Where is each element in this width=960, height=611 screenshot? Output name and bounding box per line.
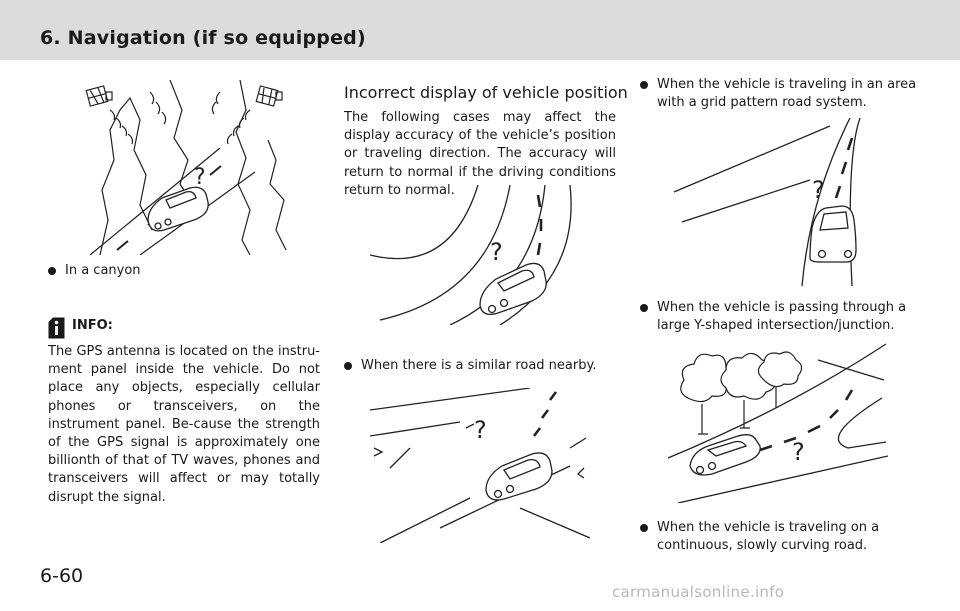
section-heading: Incorrect display of vehicle position — [344, 83, 628, 102]
question-mark-icon: ? — [812, 176, 825, 204]
y-junction-illustration: ? — [668, 338, 888, 503]
watermark[interactable]: carmanualsonline.info — [612, 583, 785, 601]
grid-bullet: When the vehicle is traveling in an area… — [640, 76, 920, 112]
info-icon — [48, 317, 65, 339]
intro-text: The following cases may affect the displ… — [344, 110, 616, 198]
bullet-icon — [640, 524, 648, 532]
header-bar — [0, 0, 960, 60]
curve-caption: When the vehicle is traveling on a conti… — [657, 520, 880, 553]
satellite-icon — [85, 85, 113, 107]
bullet-icon — [48, 267, 56, 275]
canyon-illustration: ? — [70, 80, 310, 255]
car-icon — [689, 434, 761, 476]
bullet-icon — [344, 362, 352, 370]
info-text: The GPS antenna is located on the instru… — [48, 344, 320, 505]
y-bullet: When the vehicle is passing through a la… — [640, 299, 922, 335]
grid-road-illustration: ? — [670, 118, 890, 288]
bullet-icon — [640, 81, 648, 89]
satellite-icon — [255, 85, 283, 107]
curve-bullet: When the vehicle is traveling on a conti… — [640, 519, 922, 555]
page-title: 6. Navigation (if so equipped) — [40, 27, 366, 49]
canyon-bullet: In a canyon — [48, 262, 318, 280]
tree-icon — [680, 351, 803, 435]
canyon-caption: In a canyon — [65, 263, 141, 278]
question-mark-icon: ? — [194, 165, 206, 190]
similar-road-caption: When there is a similar road nearby. — [361, 358, 597, 373]
car-icon — [485, 452, 553, 501]
similar-road-bullet: When there is a similar road nearby. — [344, 357, 624, 375]
car-icon — [479, 262, 547, 316]
y-caption: When the vehicle is passing through a la… — [657, 300, 907, 333]
car-icon — [809, 205, 857, 263]
page-number: 6-60 — [40, 565, 84, 587]
bullet-icon — [640, 304, 648, 312]
question-mark-icon: ? — [474, 416, 487, 444]
info-label: INFO: — [72, 318, 113, 333]
grid-crossing-illustration: ? — [370, 388, 590, 543]
question-mark-icon: ? — [792, 438, 805, 466]
similar-curve-illustration: ? — [370, 185, 590, 325]
car-icon — [147, 186, 209, 232]
grid-caption: When the vehicle is traveling in an area… — [657, 77, 917, 110]
question-mark-icon: ? — [490, 238, 503, 266]
